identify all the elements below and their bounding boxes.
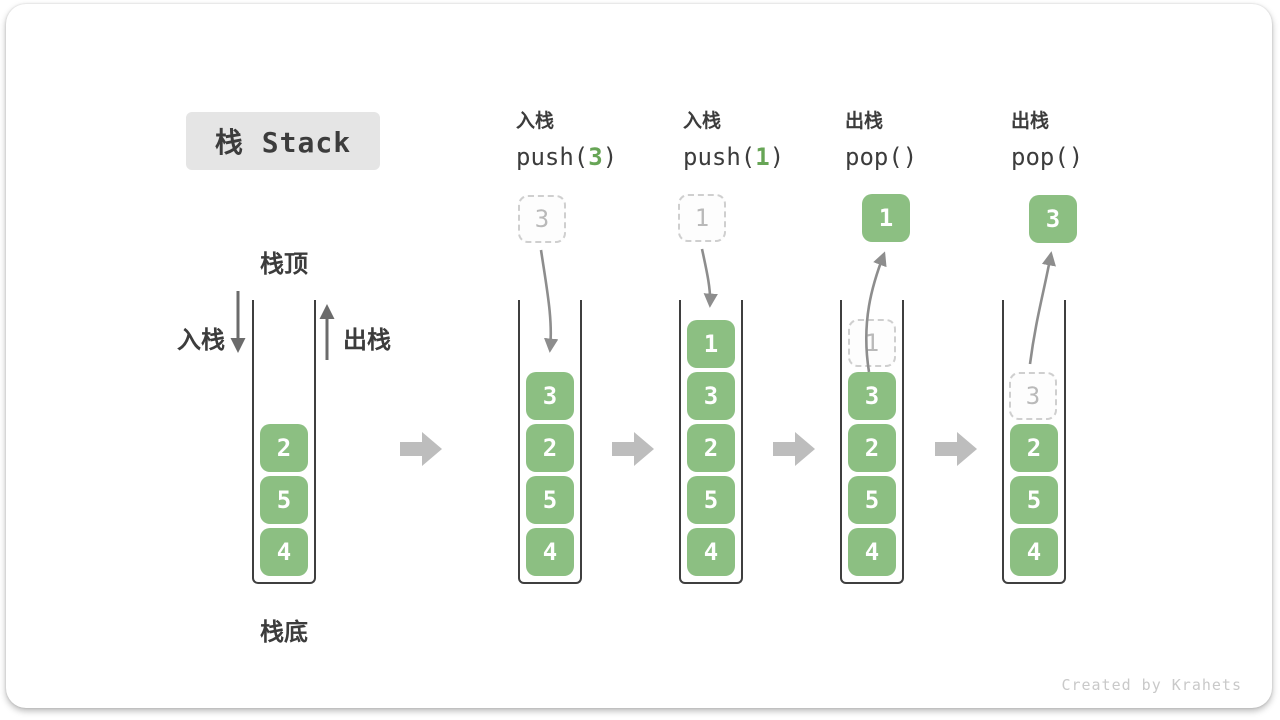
step-transition-arrow-icon	[773, 432, 815, 466]
stack-cell: 3	[848, 372, 896, 420]
stack-cell: 5	[1010, 476, 1058, 524]
op-label-push3: 入栈 push(3)	[516, 106, 617, 171]
stack-cell: 2	[687, 424, 735, 472]
pop-direction-label: 出栈	[343, 327, 391, 354]
stack-cell: 2	[1010, 424, 1058, 472]
stack-cell: 5	[526, 476, 574, 524]
stack-cell: 5	[687, 476, 735, 524]
step-transition-arrow-icon	[935, 432, 977, 466]
stack-cell: 2	[526, 424, 574, 472]
op-label-push1: 入栈 push(1)	[683, 106, 784, 171]
step-transition-arrow-icon	[400, 432, 442, 466]
stack-cell: 3	[526, 372, 574, 420]
title-box: 栈 Stack	[186, 112, 380, 170]
op-label-pop3: 出栈 pop()	[1011, 106, 1083, 171]
stack-cell: 4	[848, 528, 896, 576]
ghost-removed-cell: 3	[1009, 372, 1057, 420]
stack-container-5	[1002, 300, 1066, 584]
op-code: push(3)	[516, 143, 617, 171]
code-pre: pop(	[1011, 143, 1069, 171]
push-1-motion-arrow-icon	[700, 248, 718, 308]
push-direction-label: 入栈	[177, 327, 225, 354]
code-post: )	[1068, 143, 1084, 171]
stack-top-label: 栈顶	[260, 251, 308, 278]
code-post: )	[902, 143, 918, 171]
stack-bottom-label: 栈底	[260, 619, 308, 646]
stack-cell: 2	[848, 424, 896, 472]
stack-cell: 5	[260, 476, 308, 524]
step-transition-arrow-icon	[612, 432, 654, 466]
watermark: Created by Krahets	[1061, 676, 1242, 694]
floating-pushed-value: 1	[678, 194, 726, 242]
op-zh-label: 出栈	[1011, 111, 1050, 132]
floating-popped-value: 3	[1029, 195, 1077, 243]
stack-container-2	[518, 300, 582, 584]
stack-cell: 1	[687, 320, 735, 368]
op-code: pop()	[1011, 143, 1083, 171]
ghost-removed-cell: 1	[848, 319, 896, 367]
stack-cell: 4	[260, 528, 308, 576]
stack-cell: 4	[526, 528, 574, 576]
stack-container-4	[840, 300, 904, 584]
op-zh-label: 入栈	[683, 111, 722, 132]
stack-container-1	[252, 300, 316, 584]
op-label-pop1: 出栈 pop()	[845, 106, 917, 171]
code-pre: push(	[683, 143, 756, 171]
stack-cell: 4	[1010, 528, 1058, 576]
stack-cell: 4	[687, 528, 735, 576]
stack-container-3	[679, 300, 743, 584]
floating-pushed-value: 3	[518, 195, 566, 243]
stack-cell: 2	[260, 424, 308, 472]
op-zh-label: 出栈	[845, 111, 884, 132]
stack-cell: 3	[687, 372, 735, 420]
code-arg: 1	[755, 143, 770, 171]
stack-cell: 5	[848, 476, 896, 524]
floating-popped-value: 1	[862, 194, 910, 242]
op-zh-label: 入栈	[516, 111, 555, 132]
code-pre: pop(	[845, 143, 903, 171]
op-code: pop()	[845, 143, 917, 171]
code-pre: push(	[516, 143, 589, 171]
code-post: )	[769, 143, 785, 171]
code-arg: 3	[588, 143, 603, 171]
op-code: push(1)	[683, 143, 784, 171]
code-post: )	[602, 143, 618, 171]
